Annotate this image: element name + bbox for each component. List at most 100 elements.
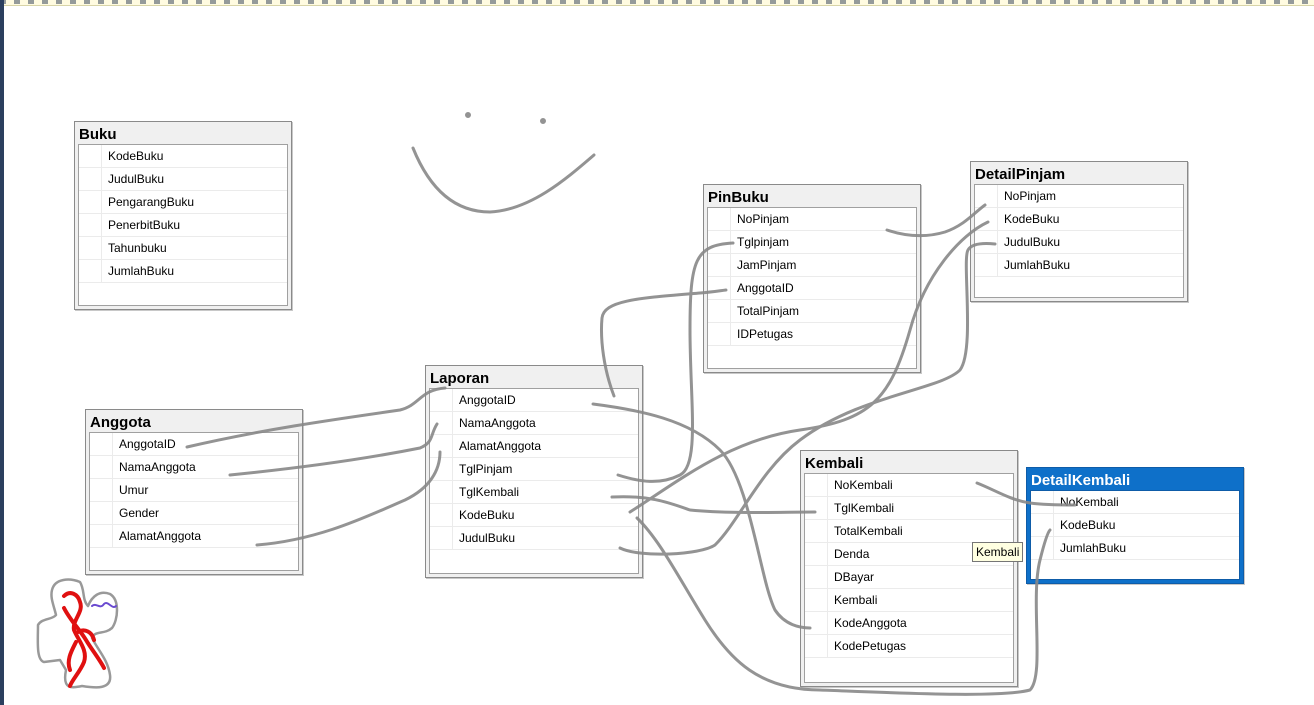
- column-row[interactable]: DBayar: [805, 566, 1013, 589]
- column-name: Denda: [834, 547, 870, 561]
- column-row[interactable]: PengarangBuku: [79, 191, 287, 214]
- column-grid: NoKembali TglKembali TotalKembali Denda …: [804, 473, 1014, 683]
- column-name: KodeAnggota: [834, 616, 907, 630]
- table-title: Laporan: [430, 370, 490, 387]
- table-buku[interactable]: Buku KodeBuku JudulBuku PengarangBuku Pe…: [74, 121, 292, 310]
- column-row[interactable]: JudulBuku: [430, 527, 638, 550]
- column-name: Tahunbuku: [108, 241, 167, 255]
- column-row[interactable]: Tglpinjam: [708, 231, 916, 254]
- column-name: NoKembali: [1060, 495, 1119, 509]
- column-row[interactable]: AnggotaID: [430, 389, 638, 412]
- column-name: AlamatAnggota: [119, 529, 202, 543]
- column-name: TglKembali: [834, 501, 895, 515]
- column-grid: KodeBuku JudulBuku PengarangBuku Penerbi…: [78, 144, 288, 306]
- column-row[interactable]: TglKembali: [430, 481, 638, 504]
- ink-dot: [465, 112, 471, 118]
- table-kembali[interactable]: Kembali NoKembali TglKembali TotalKembal…: [800, 450, 1018, 687]
- column-name: Umur: [119, 483, 149, 497]
- column-name: AlamatAnggota: [459, 439, 542, 453]
- column-row[interactable]: KodeBuku: [430, 504, 638, 527]
- column-row[interactable]: NoKembali: [805, 474, 1013, 497]
- column-name: DBayar: [834, 570, 875, 584]
- ink-smile: [411, 146, 596, 214]
- column-name: Gender: [119, 506, 160, 520]
- table-anggota[interactable]: Anggota AnggotaID NamaAnggota Umur Gende…: [85, 409, 303, 575]
- column-row[interactable]: IDPetugas: [708, 323, 916, 346]
- column-row[interactable]: NoKembali: [1031, 491, 1239, 514]
- column-name: JumlahBuku: [108, 264, 175, 278]
- column-row[interactable]: JudulBuku: [975, 231, 1183, 254]
- column-name: AnggotaID: [119, 437, 176, 451]
- column-name: NoKembali: [834, 478, 893, 492]
- column-row[interactable]: JumlahBuku: [975, 254, 1183, 277]
- ink-dot: [540, 118, 546, 124]
- column-grid: AnggotaID NamaAnggota Umur Gender Alamat…: [89, 432, 299, 571]
- column-name: JudulBuku: [108, 172, 165, 186]
- column-row[interactable]: AnggotaID: [708, 277, 916, 300]
- column-row[interactable]: Tahunbuku: [79, 237, 287, 260]
- column-name: TglKembali: [459, 485, 520, 499]
- tooltip: Kembali: [972, 542, 1024, 562]
- column-row[interactable]: Kembali: [805, 589, 1013, 612]
- column-name: PenerbitBuku: [108, 218, 181, 232]
- table-detailpinjam[interactable]: DetailPinjam NoPinjam KodeBuku JudulBuku…: [970, 161, 1188, 302]
- column-row[interactable]: KodeBuku: [1031, 514, 1239, 537]
- table-title: Buku: [79, 126, 117, 143]
- column-row[interactable]: NoPinjam: [708, 208, 916, 231]
- table-detailkembali[interactable]: DetailKembali NoKembali KodeBuku JumlahB…: [1026, 467, 1244, 584]
- column-grid: NoKembali KodeBuku JumlahBuku: [1030, 490, 1240, 580]
- column-row[interactable]: TglKembali: [805, 497, 1013, 520]
- column-row[interactable]: JumlahBuku: [79, 260, 287, 283]
- column-name: TotalPinjam: [737, 304, 800, 318]
- table-title: DetailPinjam: [975, 166, 1066, 183]
- ink-doodle-outline: [36, 578, 119, 689]
- column-name: JudulBuku: [1004, 235, 1061, 249]
- table-title: Anggota: [90, 414, 151, 431]
- column-grid: NoPinjam Tglpinjam JamPinjam AnggotaID T…: [707, 207, 917, 369]
- column-row[interactable]: JudulBuku: [79, 168, 287, 191]
- column-name: NoPinjam: [1004, 189, 1057, 203]
- column-row[interactable]: TotalKembali: [805, 520, 1013, 543]
- column-row[interactable]: JamPinjam: [708, 254, 916, 277]
- column-name: NamaAnggota: [119, 460, 196, 474]
- column-name: IDPetugas: [737, 327, 794, 341]
- column-grid: NoPinjam KodeBuku JudulBuku JumlahBuku: [974, 184, 1184, 298]
- column-name: KodePetugas: [834, 639, 907, 653]
- column-name: Tglpinjam: [737, 235, 790, 249]
- top-scroll-ruler: [0, 0, 1314, 4]
- column-row[interactable]: KodePetugas: [805, 635, 1013, 658]
- column-name: AnggotaID: [459, 393, 516, 407]
- column-row[interactable]: TglPinjam: [430, 458, 638, 481]
- column-row[interactable]: KodeAnggota: [805, 612, 1013, 635]
- column-name: JamPinjam: [737, 258, 797, 272]
- table-laporan[interactable]: Laporan AnggotaID NamaAnggota AlamatAngg…: [425, 365, 643, 578]
- window-left-edge: [0, 0, 4, 705]
- column-row[interactable]: NamaAnggota: [90, 456, 298, 479]
- table-title: PinBuku: [708, 189, 769, 206]
- column-row[interactable]: KodeBuku: [79, 145, 287, 168]
- column-row[interactable]: JumlahBuku: [1031, 537, 1239, 560]
- column-row[interactable]: NamaAnggota: [430, 412, 638, 435]
- column-row[interactable]: Umur: [90, 479, 298, 502]
- table-pinbuku[interactable]: PinBuku NoPinjam Tglpinjam JamPinjam Ang…: [703, 184, 921, 373]
- column-name: KodeBuku: [108, 149, 164, 163]
- table-title: Kembali: [805, 455, 864, 472]
- column-row[interactable]: AnggotaID: [90, 433, 298, 456]
- column-name: PengarangBuku: [108, 195, 195, 209]
- column-name: JumlahBuku: [1004, 258, 1071, 272]
- column-name: KodeBuku: [1060, 518, 1116, 532]
- table-title: DetailKembali: [1031, 472, 1131, 489]
- column-row[interactable]: KodeBuku: [975, 208, 1183, 231]
- column-name: TotalKembali: [834, 524, 903, 538]
- column-name: Kembali: [834, 593, 878, 607]
- ink-doodle-purple: [91, 602, 117, 608]
- column-row[interactable]: TotalPinjam: [708, 300, 916, 323]
- column-row[interactable]: PenerbitBuku: [79, 214, 287, 237]
- column-name: JudulBuku: [459, 531, 516, 545]
- column-grid: AnggotaID NamaAnggota AlamatAnggota TglP…: [429, 388, 639, 574]
- column-row[interactable]: AlamatAnggota: [90, 525, 298, 548]
- column-row[interactable]: Gender: [90, 502, 298, 525]
- column-name: AnggotaID: [737, 281, 794, 295]
- column-row[interactable]: NoPinjam: [975, 185, 1183, 208]
- column-row[interactable]: AlamatAnggota: [430, 435, 638, 458]
